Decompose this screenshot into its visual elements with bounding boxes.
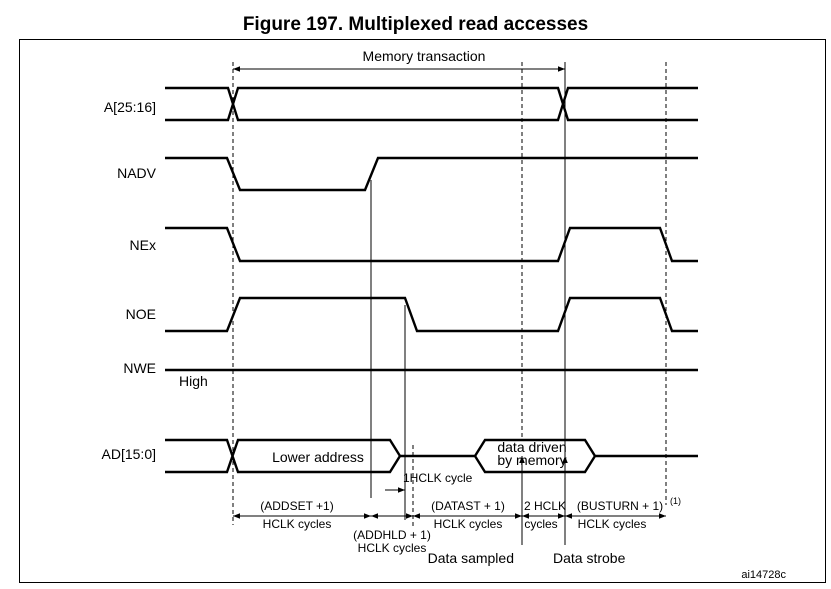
addhld-cycles-label: HCLK cycles: [358, 541, 427, 555]
nwe-high-label: High: [179, 373, 208, 389]
lower-address-label: Lower address: [272, 449, 364, 465]
figure-title: Figure 197. Multiplexed read accesses: [242, 14, 589, 35]
signal-label-ad-15-0: AD[15:0]: [102, 446, 156, 462]
signal-label-nadv: NADV: [117, 165, 157, 181]
dashed-guides: [232, 62, 667, 528]
data-sampled-label: Data sampled: [428, 550, 514, 566]
footnote-mark: (1): [670, 496, 681, 506]
one-hclk-label: 1HCLK cycle: [403, 471, 473, 485]
waveform-a-25-16: [165, 86, 698, 122]
addset-cycles-label: HCLK cycles: [263, 517, 332, 531]
two-hclk-label: 2 HCLK: [524, 499, 566, 513]
datast-cycles-label: HCLK cycles: [434, 517, 503, 531]
data-driven-label-2: by memory: [497, 452, 566, 468]
signal-label-nex: NEx: [130, 237, 156, 253]
waveform-ad-15-0: [165, 438, 698, 474]
datast-label: (DATAST + 1): [431, 499, 505, 513]
waveform-nex: [165, 226, 698, 263]
addhld-label: (ADDHLD + 1): [353, 528, 431, 542]
signal-label-a-25-16: A[25:16]: [104, 99, 156, 115]
data-strobe-label: Data strobe: [553, 550, 626, 566]
two-hclk-cycles-label: cycles: [524, 517, 557, 531]
waveform-noe: [165, 296, 698, 333]
busturn-cycles-label: HCLK cycles: [578, 517, 647, 531]
addset-label: (ADDSET +1): [260, 499, 333, 513]
signal-label-nwe: NWE: [123, 360, 156, 376]
busturn-label: (BUSTURN + 1): [577, 499, 663, 513]
waveform-nadv: [165, 156, 698, 192]
diagram-frame: [19, 39, 826, 583]
reference-code: ai14728c: [741, 569, 786, 581]
memory-transaction-label: Memory transaction: [363, 48, 486, 64]
signal-label-noe: NOE: [126, 306, 156, 322]
data-driven-label-1: data driven: [497, 439, 566, 455]
